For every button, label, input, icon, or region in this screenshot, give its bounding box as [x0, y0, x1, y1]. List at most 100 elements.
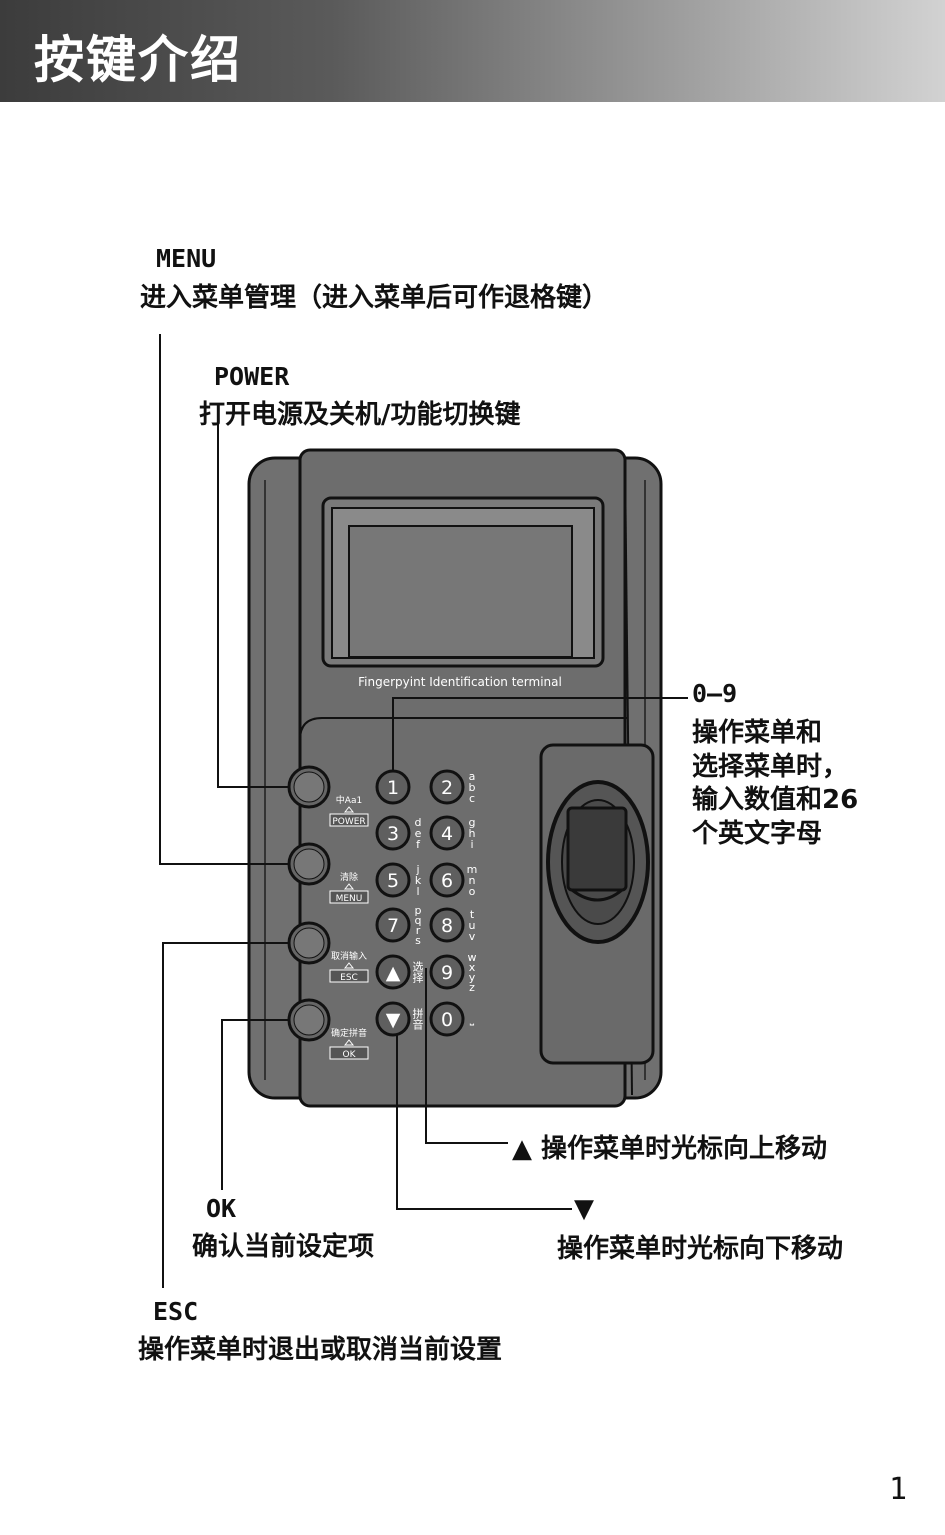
side-caption-box [329, 813, 369, 827]
menu-key-label: MENU [156, 244, 217, 273]
key-label: 3 [387, 823, 399, 845]
side-button-menu[interactable] [287, 842, 331, 886]
esc-leader [162, 942, 289, 1288]
menu-desc: 进入菜单管理（进入菜单后可作退格键） [140, 283, 609, 313]
side-caption-en: OK [343, 1050, 357, 1060]
down-leader [396, 1035, 572, 1210]
key-label: 0 [441, 1009, 453, 1031]
page-number: 1 [888, 1472, 907, 1507]
digits-desc-line-3: 输入数值和26 [692, 785, 859, 815]
key-label: 4 [441, 823, 453, 845]
side-caption-cn: 中Aa1 [336, 794, 362, 806]
side-caption-en: POWER [332, 817, 365, 827]
down-arrow: ▼ [574, 1194, 594, 1224]
key-label: 6 [441, 870, 453, 892]
up-leader [425, 968, 508, 1144]
key-cap[interactable] [429, 907, 465, 943]
key-letters: 选择 [413, 961, 424, 985]
key-cap[interactable] [375, 1001, 411, 1037]
side-button-ok[interactable] [287, 998, 331, 1042]
side-caption-cn: 清除 [340, 871, 358, 883]
side-button-esc[interactable] [287, 921, 331, 965]
key-cap[interactable] [429, 862, 465, 898]
key-label: ▼ [386, 1009, 401, 1031]
caret-up-icon [343, 962, 355, 969]
power-leader [217, 412, 289, 788]
side-caption-menu: 清除 MENU [329, 871, 369, 904]
digits-leader [392, 697, 688, 772]
caret-up-icon [343, 806, 355, 813]
key-label: 1 [387, 777, 399, 799]
digits-desc-line-1: 操作菜单和 [692, 718, 823, 748]
key-label: 8 [441, 915, 453, 937]
caret-up-icon [343, 883, 355, 890]
leader-lines [159, 334, 688, 1288]
page-title: 按键介绍 [34, 31, 242, 89]
key-cap[interactable] [375, 954, 411, 990]
keypad-key-11[interactable]: 0⎵ [429, 1001, 475, 1037]
key-cap[interactable] [429, 815, 465, 851]
key-cap[interactable] [429, 954, 465, 990]
key-label: 9 [441, 962, 453, 984]
up-desc: ▲ 操作菜单时光标向上移动 [512, 1134, 828, 1164]
key-cap[interactable] [375, 815, 411, 851]
keypad-key-8[interactable]: ▲ 选择 [375, 954, 424, 990]
header-banner: 按键介绍 [0, 0, 945, 102]
esc-key-label: ESC [153, 1297, 199, 1326]
ok-leader [221, 1019, 289, 1190]
ok-key-label: OK [206, 1194, 237, 1223]
side-caption-cn: 确定拼音 [331, 1027, 367, 1039]
keypad-key-10[interactable]: ▼ 拼音 [375, 1001, 424, 1037]
key-cap[interactable] [429, 769, 465, 805]
digits-desc-line-4: 个英文字母 [692, 819, 823, 849]
key-label: 7 [387, 915, 399, 937]
key-label: 5 [387, 870, 399, 892]
side-button-power[interactable] [287, 765, 331, 809]
side-caption-box [329, 1046, 369, 1060]
digits-desc-line-2: 选择菜单时， [692, 752, 849, 782]
key-label: 2 [441, 777, 453, 799]
side-caption-cn: 取消输入 [331, 950, 367, 962]
power-desc: 打开电源及关机/功能切换键 [199, 400, 521, 430]
side-caption-box [329, 890, 369, 904]
key-cap[interactable] [429, 1001, 465, 1037]
digits-key-label: 0—9 [692, 679, 738, 708]
key-label: ▲ [386, 962, 401, 984]
caret-up-icon [343, 1039, 355, 1046]
key-cap[interactable] [375, 907, 411, 943]
side-caption-box [329, 969, 369, 983]
side-caption-ok: 确定拼音 OK [329, 1027, 369, 1060]
keypad-key-0[interactable]: 1 [375, 769, 411, 805]
key-letters: ⎵ [470, 1013, 475, 1026]
down-desc: 操作菜单时光标向下移动 [557, 1234, 844, 1264]
key-letters: 拼音 [413, 1007, 424, 1032]
lcd-screen [321, 496, 605, 668]
esc-desc: 操作菜单时退出或取消当前设置 [138, 1335, 503, 1365]
brand-text: Fingerpyint Identification terminal [358, 675, 562, 689]
menu-leader [159, 334, 289, 865]
key-cap[interactable] [375, 862, 411, 898]
side-caption-en: MENU [336, 894, 363, 904]
power-key-label: POWER [214, 362, 290, 391]
fingerprint-sensor[interactable] [539, 743, 655, 1065]
ok-desc: 确认当前设定项 [192, 1232, 375, 1262]
